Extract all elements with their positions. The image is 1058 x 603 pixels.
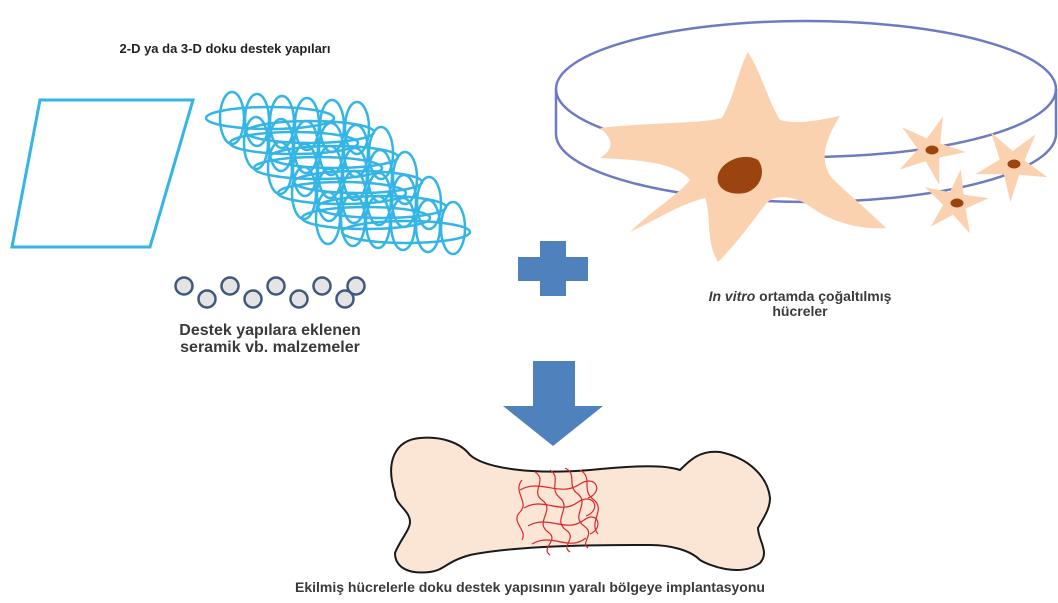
down-arrow-icon <box>503 361 603 446</box>
plus-icon <box>518 241 588 296</box>
petri-dish <box>556 21 1056 262</box>
scaffold-title: 2-D ya da 3-D doku destek yapıları <box>60 42 390 56</box>
scaffold-ring <box>392 175 416 227</box>
scaffold-ring <box>441 202 465 254</box>
small-cell-nucleus <box>926 146 939 155</box>
ceramic-materials-label: Destek yapılara eklenen seramik vb. malz… <box>125 323 415 357</box>
scaffold-ring <box>416 200 440 252</box>
2d-scaffold-sheet <box>12 100 193 247</box>
bone <box>391 438 770 573</box>
cells-label-line1: In vitro ortamda çoğaltılmış <box>610 289 990 304</box>
cells-label-italic: In vitro <box>709 288 756 304</box>
scaffold-ring <box>344 125 368 177</box>
ceramic-label-line1: Destek yapılara eklenen <box>125 323 415 340</box>
scaffold-ring <box>342 221 470 243</box>
ceramic-bead <box>348 278 365 295</box>
scaffold-ring <box>368 150 392 202</box>
ceramic-bead <box>245 291 262 308</box>
scaffold-ring <box>320 100 344 152</box>
ceramic-bead <box>176 278 193 295</box>
small-cell-nucleus <box>951 199 964 208</box>
ceramic-bead <box>268 278 285 295</box>
ceramic-beads <box>176 278 365 308</box>
implant-caption: Ekilmiş hücrelerle doku destek yapısının… <box>150 580 910 595</box>
3d-scaffold-rings <box>206 92 470 254</box>
ceramic-bead <box>291 291 308 308</box>
ceramic-bead <box>222 278 239 295</box>
cells-label-line2: hücreler <box>610 304 990 319</box>
cultured-cells-label: In vitro ortamda çoğaltılmış hücreler <box>610 289 990 318</box>
ceramic-label-line2: seramik vb. malzemeler <box>125 340 415 357</box>
small-cell-nucleus <box>1008 160 1021 169</box>
ceramic-bead <box>199 291 216 308</box>
ceramic-bead <box>314 278 331 295</box>
cells-label-rest: ortamda çoğaltılmış <box>755 288 891 304</box>
